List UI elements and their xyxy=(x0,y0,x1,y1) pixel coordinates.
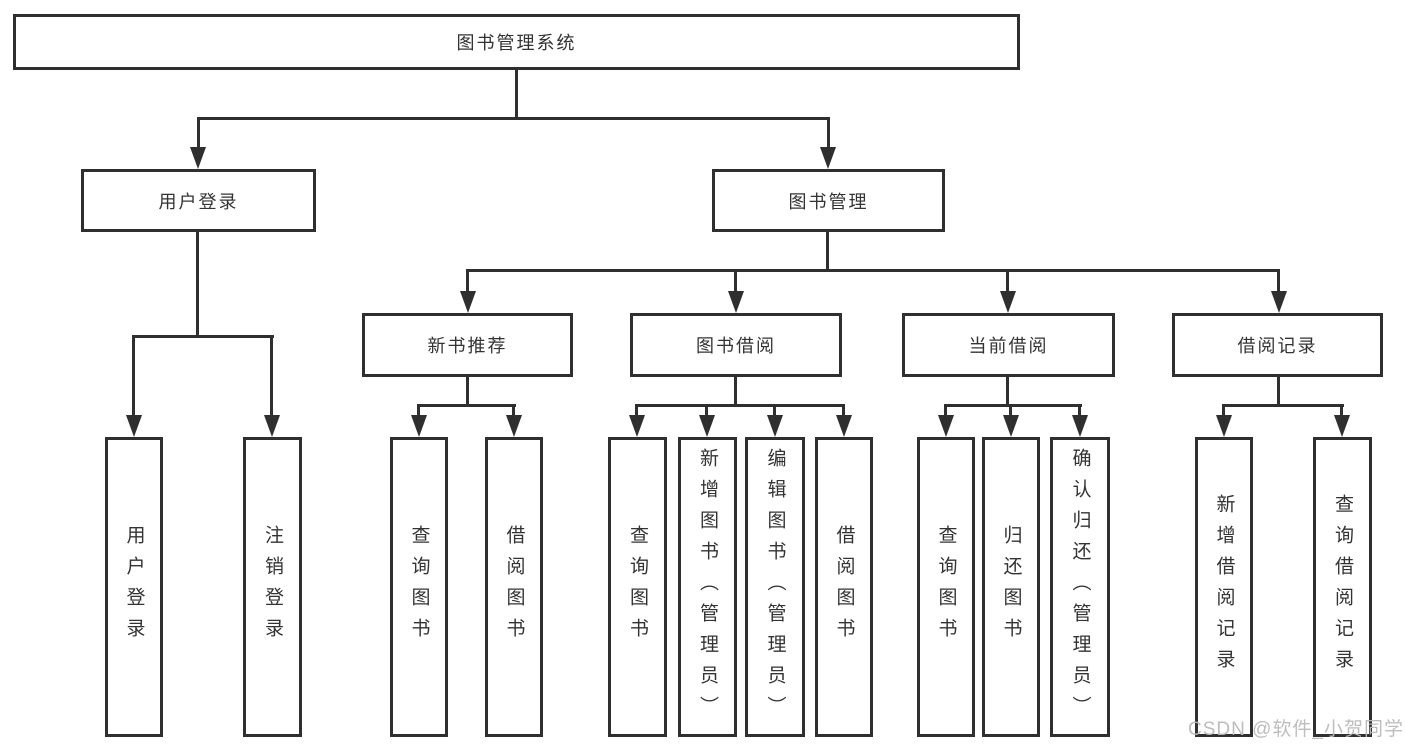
leaf-logout: 注销登录 xyxy=(243,437,302,737)
leaf-cb-return-books-label: 归还图书 xyxy=(1000,525,1022,649)
node-library-system-label: 图书管理系统 xyxy=(456,33,577,53)
arrow-down-icon xyxy=(1072,415,1088,437)
connector-line xyxy=(842,404,845,420)
connector-line xyxy=(734,377,737,406)
leaf-bb-query-books-label: 查询图书 xyxy=(627,525,648,649)
connector-line xyxy=(1006,269,1009,297)
connector-line xyxy=(1078,404,1081,420)
arrow-down-icon xyxy=(126,415,142,437)
connector-line xyxy=(1277,269,1280,297)
leaf-cb-query-books-label: 查询图书 xyxy=(935,525,957,649)
connector-line xyxy=(417,404,516,407)
arrow-down-icon xyxy=(411,415,427,437)
connector-line xyxy=(944,404,947,420)
leaf-cb-confirm-return-admin: 确认归还（管理员） xyxy=(1050,437,1110,737)
node-book-management: 图书管理 xyxy=(712,169,945,232)
leaf-nb-borrow-books: 借阅图书 xyxy=(485,437,543,737)
node-user-login-label: 用户登录 xyxy=(158,191,239,212)
leaf-bb-borrow-books: 借阅图书 xyxy=(815,437,873,737)
node-borrow-records: 借阅记录 xyxy=(1172,313,1383,377)
connector-line xyxy=(512,404,515,420)
connector-line xyxy=(635,404,638,420)
connector-line xyxy=(635,404,845,407)
connector-line xyxy=(1277,377,1280,406)
connector-line xyxy=(270,335,273,420)
leaf-cb-query-books: 查询图书 xyxy=(917,437,975,737)
arrow-down-icon xyxy=(1000,291,1016,313)
node-user-login: 用户登录 xyxy=(81,169,316,232)
node-new-book-recommend: 新书推荐 xyxy=(362,313,573,377)
leaf-bb-add-books-admin-label: 新增图书（管理员） xyxy=(697,447,718,727)
connector-line xyxy=(466,269,1280,272)
leaf-bb-add-books-admin: 新增图书（管理员） xyxy=(678,437,737,737)
connector-line xyxy=(196,232,199,338)
node-library-system: 图书管理系统 xyxy=(13,14,1020,70)
node-current-borrow: 当前借阅 xyxy=(902,313,1115,377)
arrow-down-icon xyxy=(1003,415,1019,437)
node-borrow-records-label: 借阅记录 xyxy=(1237,336,1318,356)
connector-line xyxy=(1340,404,1343,420)
leaf-nb-query-books-label: 查询图书 xyxy=(408,525,430,649)
leaf-br-query-record-label: 查询借阅记录 xyxy=(1332,494,1353,680)
leaf-cb-return-books: 归还图书 xyxy=(982,437,1040,737)
csdn-watermark: CSDN @软件_小贺同学 xyxy=(1188,719,1404,740)
arrow-down-icon xyxy=(938,415,954,437)
arrow-down-icon xyxy=(190,147,206,169)
connector-line xyxy=(197,117,200,153)
connector-line xyxy=(1009,404,1012,420)
arrow-down-icon xyxy=(1216,415,1232,437)
leaf-br-add-record-label: 新增借阅记录 xyxy=(1213,494,1235,680)
arrow-down-icon xyxy=(460,291,476,313)
arrow-down-icon xyxy=(699,415,715,437)
connector-line xyxy=(826,232,829,271)
arrow-down-icon xyxy=(767,415,783,437)
connector-line xyxy=(132,335,135,420)
connector-line xyxy=(1222,404,1344,407)
node-current-borrow-label: 当前借阅 xyxy=(968,336,1049,356)
leaf-br-query-record: 查询借阅记录 xyxy=(1313,437,1372,737)
connector-line xyxy=(705,404,708,420)
node-new-book-recommend-label: 新书推荐 xyxy=(427,336,508,356)
arrow-down-icon xyxy=(1271,291,1287,313)
connector-line xyxy=(466,269,469,297)
leaf-nb-query-books: 查询图书 xyxy=(390,437,448,737)
arrow-down-icon xyxy=(264,415,280,437)
connector-line xyxy=(132,335,274,338)
leaf-cb-confirm-return-admin-label: 确认归还（管理员） xyxy=(1069,447,1091,727)
connector-line xyxy=(734,269,737,297)
connector-line xyxy=(773,404,776,420)
connector-line xyxy=(417,404,420,420)
connector-line xyxy=(466,377,469,406)
connector-line xyxy=(197,117,830,120)
arrow-down-icon xyxy=(836,415,852,437)
arrow-down-icon xyxy=(820,147,836,169)
leaf-bb-query-books: 查询图书 xyxy=(608,437,667,737)
leaf-br-add-record: 新增借阅记录 xyxy=(1195,437,1253,737)
arrow-down-icon xyxy=(506,415,522,437)
arrow-down-icon xyxy=(629,415,645,437)
leaf-bb-edit-books-admin: 编辑图书（管理员） xyxy=(745,437,805,737)
leaf-nb-borrow-books-label: 借阅图书 xyxy=(503,525,525,649)
leaf-bb-borrow-books-label: 借阅图书 xyxy=(833,525,855,649)
connector-line xyxy=(827,117,830,153)
node-book-management-label: 图书管理 xyxy=(788,191,869,212)
arrow-down-icon xyxy=(728,291,744,313)
leaf-bb-edit-books-admin-label: 编辑图书（管理员） xyxy=(764,447,786,727)
arrow-down-icon xyxy=(1334,415,1350,437)
node-book-borrow-label: 图书借阅 xyxy=(696,336,776,356)
leaf-user-login-label: 用户登录 xyxy=(123,525,145,649)
leaf-user-login: 用户登录 xyxy=(105,437,163,737)
node-book-borrow: 图书借阅 xyxy=(630,313,842,377)
leaf-logout-label: 注销登录 xyxy=(262,525,283,649)
connector-line xyxy=(1006,377,1009,406)
connector-line xyxy=(944,404,1082,407)
connector-line xyxy=(515,70,518,118)
connector-line xyxy=(1222,404,1225,420)
